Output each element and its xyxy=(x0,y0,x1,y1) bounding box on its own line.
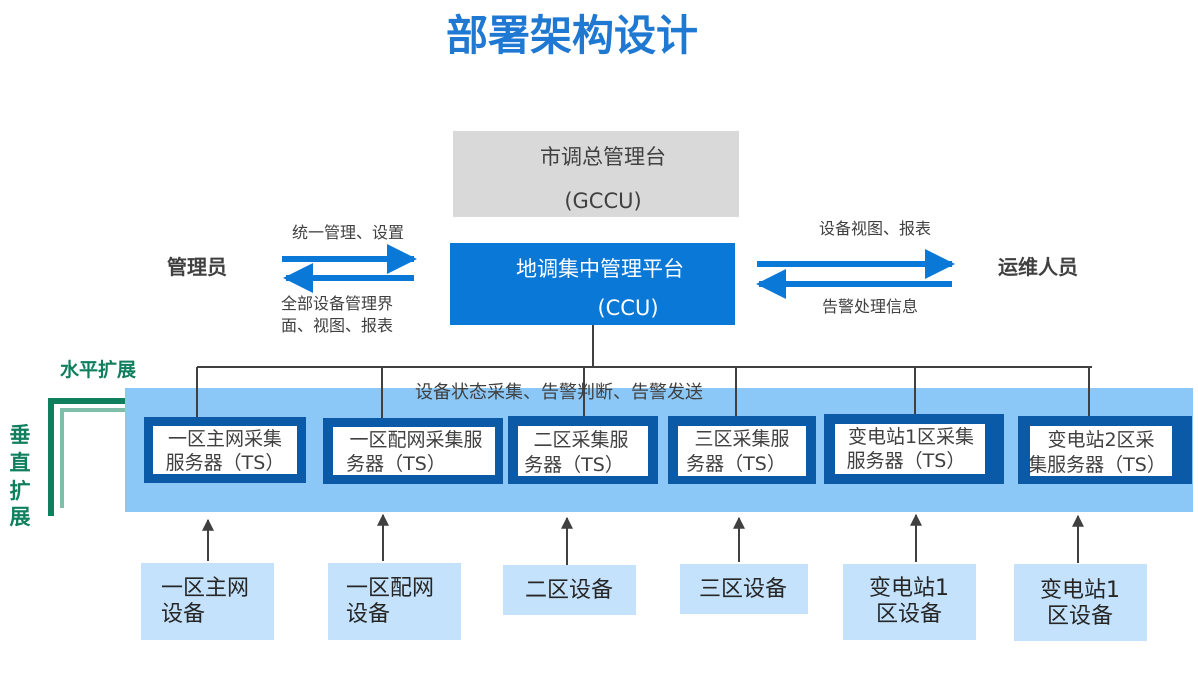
bus-note: 设备状态采集、告警判断、告警发送 xyxy=(415,382,703,403)
device-2-line2: 设备 xyxy=(346,602,390,627)
ts-server-6: 变电站2区采 集服务器（TS） xyxy=(1018,416,1192,484)
device-arrows xyxy=(202,513,1084,565)
device-4: 三区设备 xyxy=(680,564,808,614)
vertical-scale-label: 垂 直 扩 展 xyxy=(10,423,31,529)
ts-server-2: 一区配网采集服 务器（TS） xyxy=(323,418,503,484)
device-1: 一区主网 设备 xyxy=(141,563,274,640)
page-title: 部署架构设计 xyxy=(446,11,698,60)
ts-server-2-line2: 务器（TS） xyxy=(346,453,446,475)
vertical-scale-char-4: 展 xyxy=(10,505,31,529)
ts-server-4: 三区采集服 务器（TS） xyxy=(668,416,816,484)
vertical-scale-char-1: 垂 xyxy=(10,423,31,447)
ts-server-4-line1: 三区采集服 xyxy=(694,428,789,450)
device-3: 二区设备 xyxy=(503,565,636,615)
ts-server-5-line2: 服务器（TS） xyxy=(847,450,966,472)
ts-server-4-line2: 务器（TS） xyxy=(686,453,786,475)
ccu-bus xyxy=(196,325,1092,422)
ts-server-5-line1: 变电站1区采集 xyxy=(848,426,974,448)
device-4-line1: 三区设备 xyxy=(699,577,787,602)
vertical-scale-char-2: 直 xyxy=(10,451,31,475)
admin-to-ccu-note: 统一管理、设置 xyxy=(292,223,404,242)
ops-from-ccu-note: 设备视图、报表 xyxy=(819,219,931,238)
ccu-box: 地调集中管理平台 (CCU) xyxy=(450,243,735,325)
admin-label: 管理员 xyxy=(167,255,227,279)
ts-server-1: 一区主网采集 服务器（TS） xyxy=(144,417,306,483)
device-6: 变电站1 区设备 xyxy=(1014,564,1147,641)
ts-server-1-line2: 服务器（TS） xyxy=(166,452,285,474)
ts-server-3-line2: 务器（TS） xyxy=(524,454,624,476)
admin-from-ccu-note-1: 全部设备管理界 xyxy=(281,294,393,313)
ops-label: 运维人员 xyxy=(998,255,1078,279)
device-5: 变电站1 区设备 xyxy=(843,564,976,640)
gccu-label: 市调总管理台 xyxy=(540,145,666,169)
horizontal-scale-label: 水平扩展 xyxy=(60,359,136,381)
device-1-line1: 一区主网 xyxy=(161,576,249,601)
ccu-label: 地调集中管理平台 xyxy=(516,257,684,281)
ts-server-2-line1: 一区配网采集服 xyxy=(349,429,482,451)
ts-server-6-line2: 集服务器（TS） xyxy=(1028,454,1166,476)
vertical-scale-char-3: 扩 xyxy=(10,479,31,503)
device-2-line1: 一区配网 xyxy=(346,576,434,601)
ts-server-1-line1: 一区主网采集 xyxy=(168,428,282,450)
device-6-line1: 变电站1 xyxy=(1040,578,1120,603)
device-1-line2: 设备 xyxy=(161,602,205,627)
device-5-line2: 区设备 xyxy=(876,602,942,627)
admin-from-ccu-note-2: 面、视图、报表 xyxy=(281,316,393,335)
ts-server-5: 变电站1区采集 服务器（TS） xyxy=(824,414,1004,484)
device-5-line1: 变电站1 xyxy=(869,576,949,601)
ts-server-3: 二区采集服 务器（TS） xyxy=(508,416,658,484)
gccu-code: (GCCU) xyxy=(564,189,641,213)
ts-server-3-line1: 二区采集服 xyxy=(533,429,628,451)
ts-server-6-line1: 变电站2区采 xyxy=(1047,429,1154,451)
scale-bracket xyxy=(48,398,128,516)
device-2: 一区配网 设备 xyxy=(328,563,461,640)
ccu-code: (CCU) xyxy=(597,296,658,320)
device-3-line1: 二区设备 xyxy=(525,578,613,603)
device-6-line2: 区设备 xyxy=(1047,604,1113,629)
ops-to-ccu-note: 告警处理信息 xyxy=(822,297,918,316)
gccu-box: 市调总管理台 (GCCU) xyxy=(453,131,739,217)
